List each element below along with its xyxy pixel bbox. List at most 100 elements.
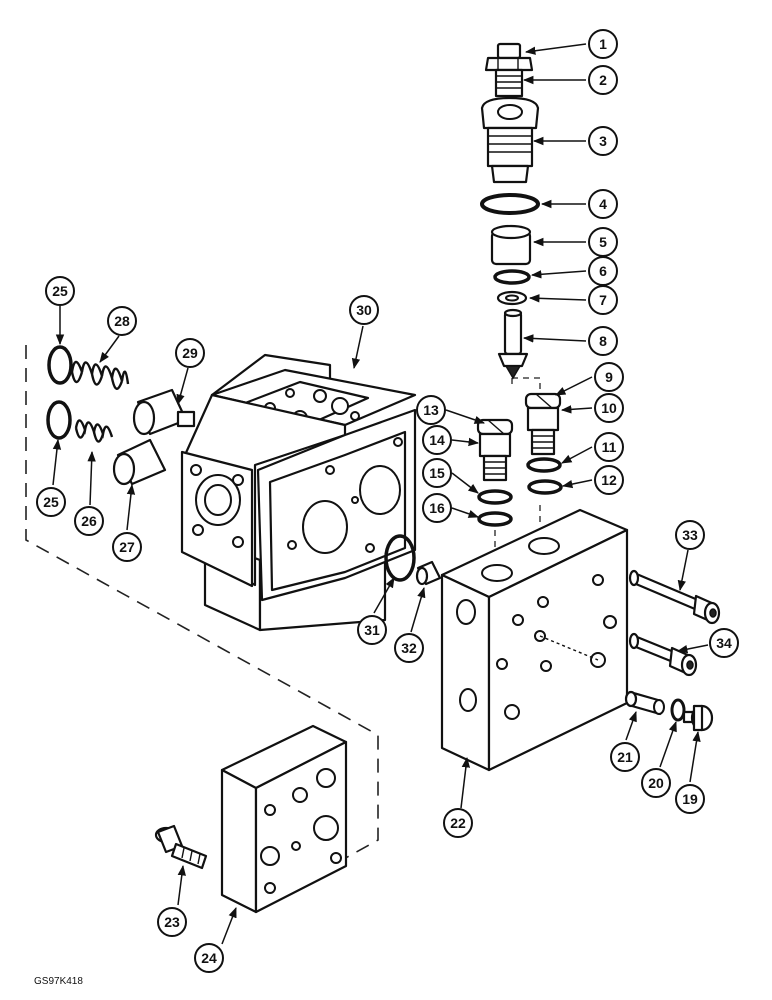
callout-6: 6 xyxy=(588,256,618,286)
svg-text:9: 9 xyxy=(605,369,613,385)
part-5-piston xyxy=(490,224,532,266)
part-14-cartridge xyxy=(476,418,514,482)
part-24-end-plate xyxy=(220,724,348,914)
callout-3: 3 xyxy=(588,126,618,156)
part-32-plug xyxy=(415,560,442,586)
part-21-sleeve xyxy=(624,690,665,716)
svg-text:25: 25 xyxy=(52,283,68,299)
callout-7: 7 xyxy=(588,285,618,315)
callout-9: 9 xyxy=(594,362,624,392)
callout-27: 27 xyxy=(112,532,142,562)
leader-lines xyxy=(52,43,709,945)
callout-29: 29 xyxy=(175,338,205,368)
svg-text:29: 29 xyxy=(182,345,198,361)
part-25-o-ring-upper xyxy=(47,345,73,385)
part-4-o-ring xyxy=(480,193,540,215)
callout-32: 32 xyxy=(394,633,424,663)
part-16-o-ring xyxy=(477,511,513,527)
svg-text:33: 33 xyxy=(682,527,698,543)
svg-text:7: 7 xyxy=(599,292,607,308)
svg-text:30: 30 xyxy=(356,302,372,318)
svg-text:21: 21 xyxy=(617,749,633,765)
callout-14: 14 xyxy=(422,425,452,455)
svg-text:3: 3 xyxy=(599,133,607,149)
svg-text:11: 11 xyxy=(602,439,617,455)
callout-19: 19 xyxy=(675,784,705,814)
callout-5: 5 xyxy=(588,227,618,257)
callout-12: 12 xyxy=(594,465,624,495)
callout-31: 31 xyxy=(357,615,387,645)
callouts: 1 2 3 4 5 6 7 8 9 10 11 12 13 14 15 16 1… xyxy=(36,29,739,973)
part-6-o-ring xyxy=(493,269,531,285)
svg-text:25: 25 xyxy=(43,494,59,510)
svg-text:4: 4 xyxy=(599,196,607,212)
part-33-bolt xyxy=(628,569,721,625)
callout-30: 30 xyxy=(349,295,379,325)
svg-text:15: 15 xyxy=(429,465,445,481)
part-28-spring xyxy=(70,360,130,390)
part-29-spool xyxy=(132,388,196,436)
callout-21: 21 xyxy=(610,742,640,772)
callout-20: 20 xyxy=(641,768,671,798)
svg-text:22: 22 xyxy=(450,815,466,831)
callout-4: 4 xyxy=(588,189,618,219)
part-27-piston xyxy=(112,438,167,486)
part-26-spring xyxy=(74,419,114,443)
svg-text:6: 6 xyxy=(599,263,607,279)
callout-25-upper: 25 xyxy=(45,276,75,306)
part-22-manifold-block xyxy=(440,508,629,772)
part-23-bolt xyxy=(154,824,208,870)
svg-text:19: 19 xyxy=(682,791,698,807)
svg-text:10: 10 xyxy=(601,400,617,416)
svg-text:26: 26 xyxy=(81,513,97,529)
part-20-o-ring xyxy=(670,698,686,722)
svg-text:32: 32 xyxy=(401,640,417,656)
callout-13: 13 xyxy=(416,395,446,425)
svg-text:31: 31 xyxy=(364,622,380,638)
svg-text:1: 1 xyxy=(599,36,607,52)
part-31-o-ring xyxy=(384,534,416,582)
part-12-o-ring xyxy=(527,479,563,495)
callout-24: 24 xyxy=(194,943,224,973)
part-10-cartridge xyxy=(524,392,562,456)
callout-26: 26 xyxy=(74,506,104,536)
svg-text:5: 5 xyxy=(599,234,607,250)
svg-text:27: 27 xyxy=(119,539,135,555)
svg-text:8: 8 xyxy=(599,333,607,349)
figure-reference-code: GS97K418 xyxy=(34,976,83,987)
svg-text:34: 34 xyxy=(716,635,732,651)
svg-text:28: 28 xyxy=(114,313,130,329)
part-34-bolt xyxy=(628,632,698,677)
callout-15: 15 xyxy=(422,458,452,488)
part-19-plug xyxy=(682,704,714,732)
callout-2: 2 xyxy=(588,65,618,95)
callout-1: 1 xyxy=(588,29,618,59)
part-11-o-ring xyxy=(526,457,562,473)
svg-text:12: 12 xyxy=(601,472,617,488)
part-3-plug xyxy=(480,96,540,184)
callout-16: 16 xyxy=(422,493,452,523)
callout-8: 8 xyxy=(588,326,618,356)
callout-28: 28 xyxy=(107,306,137,336)
svg-text:2: 2 xyxy=(599,72,607,88)
callout-22: 22 xyxy=(443,808,473,838)
part-1-fitting xyxy=(484,42,534,72)
part-8-poppet xyxy=(497,308,529,380)
callout-25-lower: 25 xyxy=(36,487,66,517)
svg-text:13: 13 xyxy=(423,402,439,418)
callout-11: 11 xyxy=(594,432,624,462)
part-2-adapter xyxy=(494,68,524,98)
svg-text:24: 24 xyxy=(201,950,217,966)
callout-23: 23 xyxy=(157,907,187,937)
part-15-o-ring xyxy=(477,489,513,505)
svg-text:23: 23 xyxy=(164,914,180,930)
callout-33: 33 xyxy=(675,520,705,550)
part-7-washer xyxy=(496,290,528,306)
svg-text:14: 14 xyxy=(429,432,445,448)
svg-text:20: 20 xyxy=(648,775,664,791)
svg-text:16: 16 xyxy=(429,500,445,516)
part-25-o-ring-lower xyxy=(46,400,72,440)
callout-10: 10 xyxy=(594,393,624,423)
part-30-valve-body xyxy=(180,353,417,632)
